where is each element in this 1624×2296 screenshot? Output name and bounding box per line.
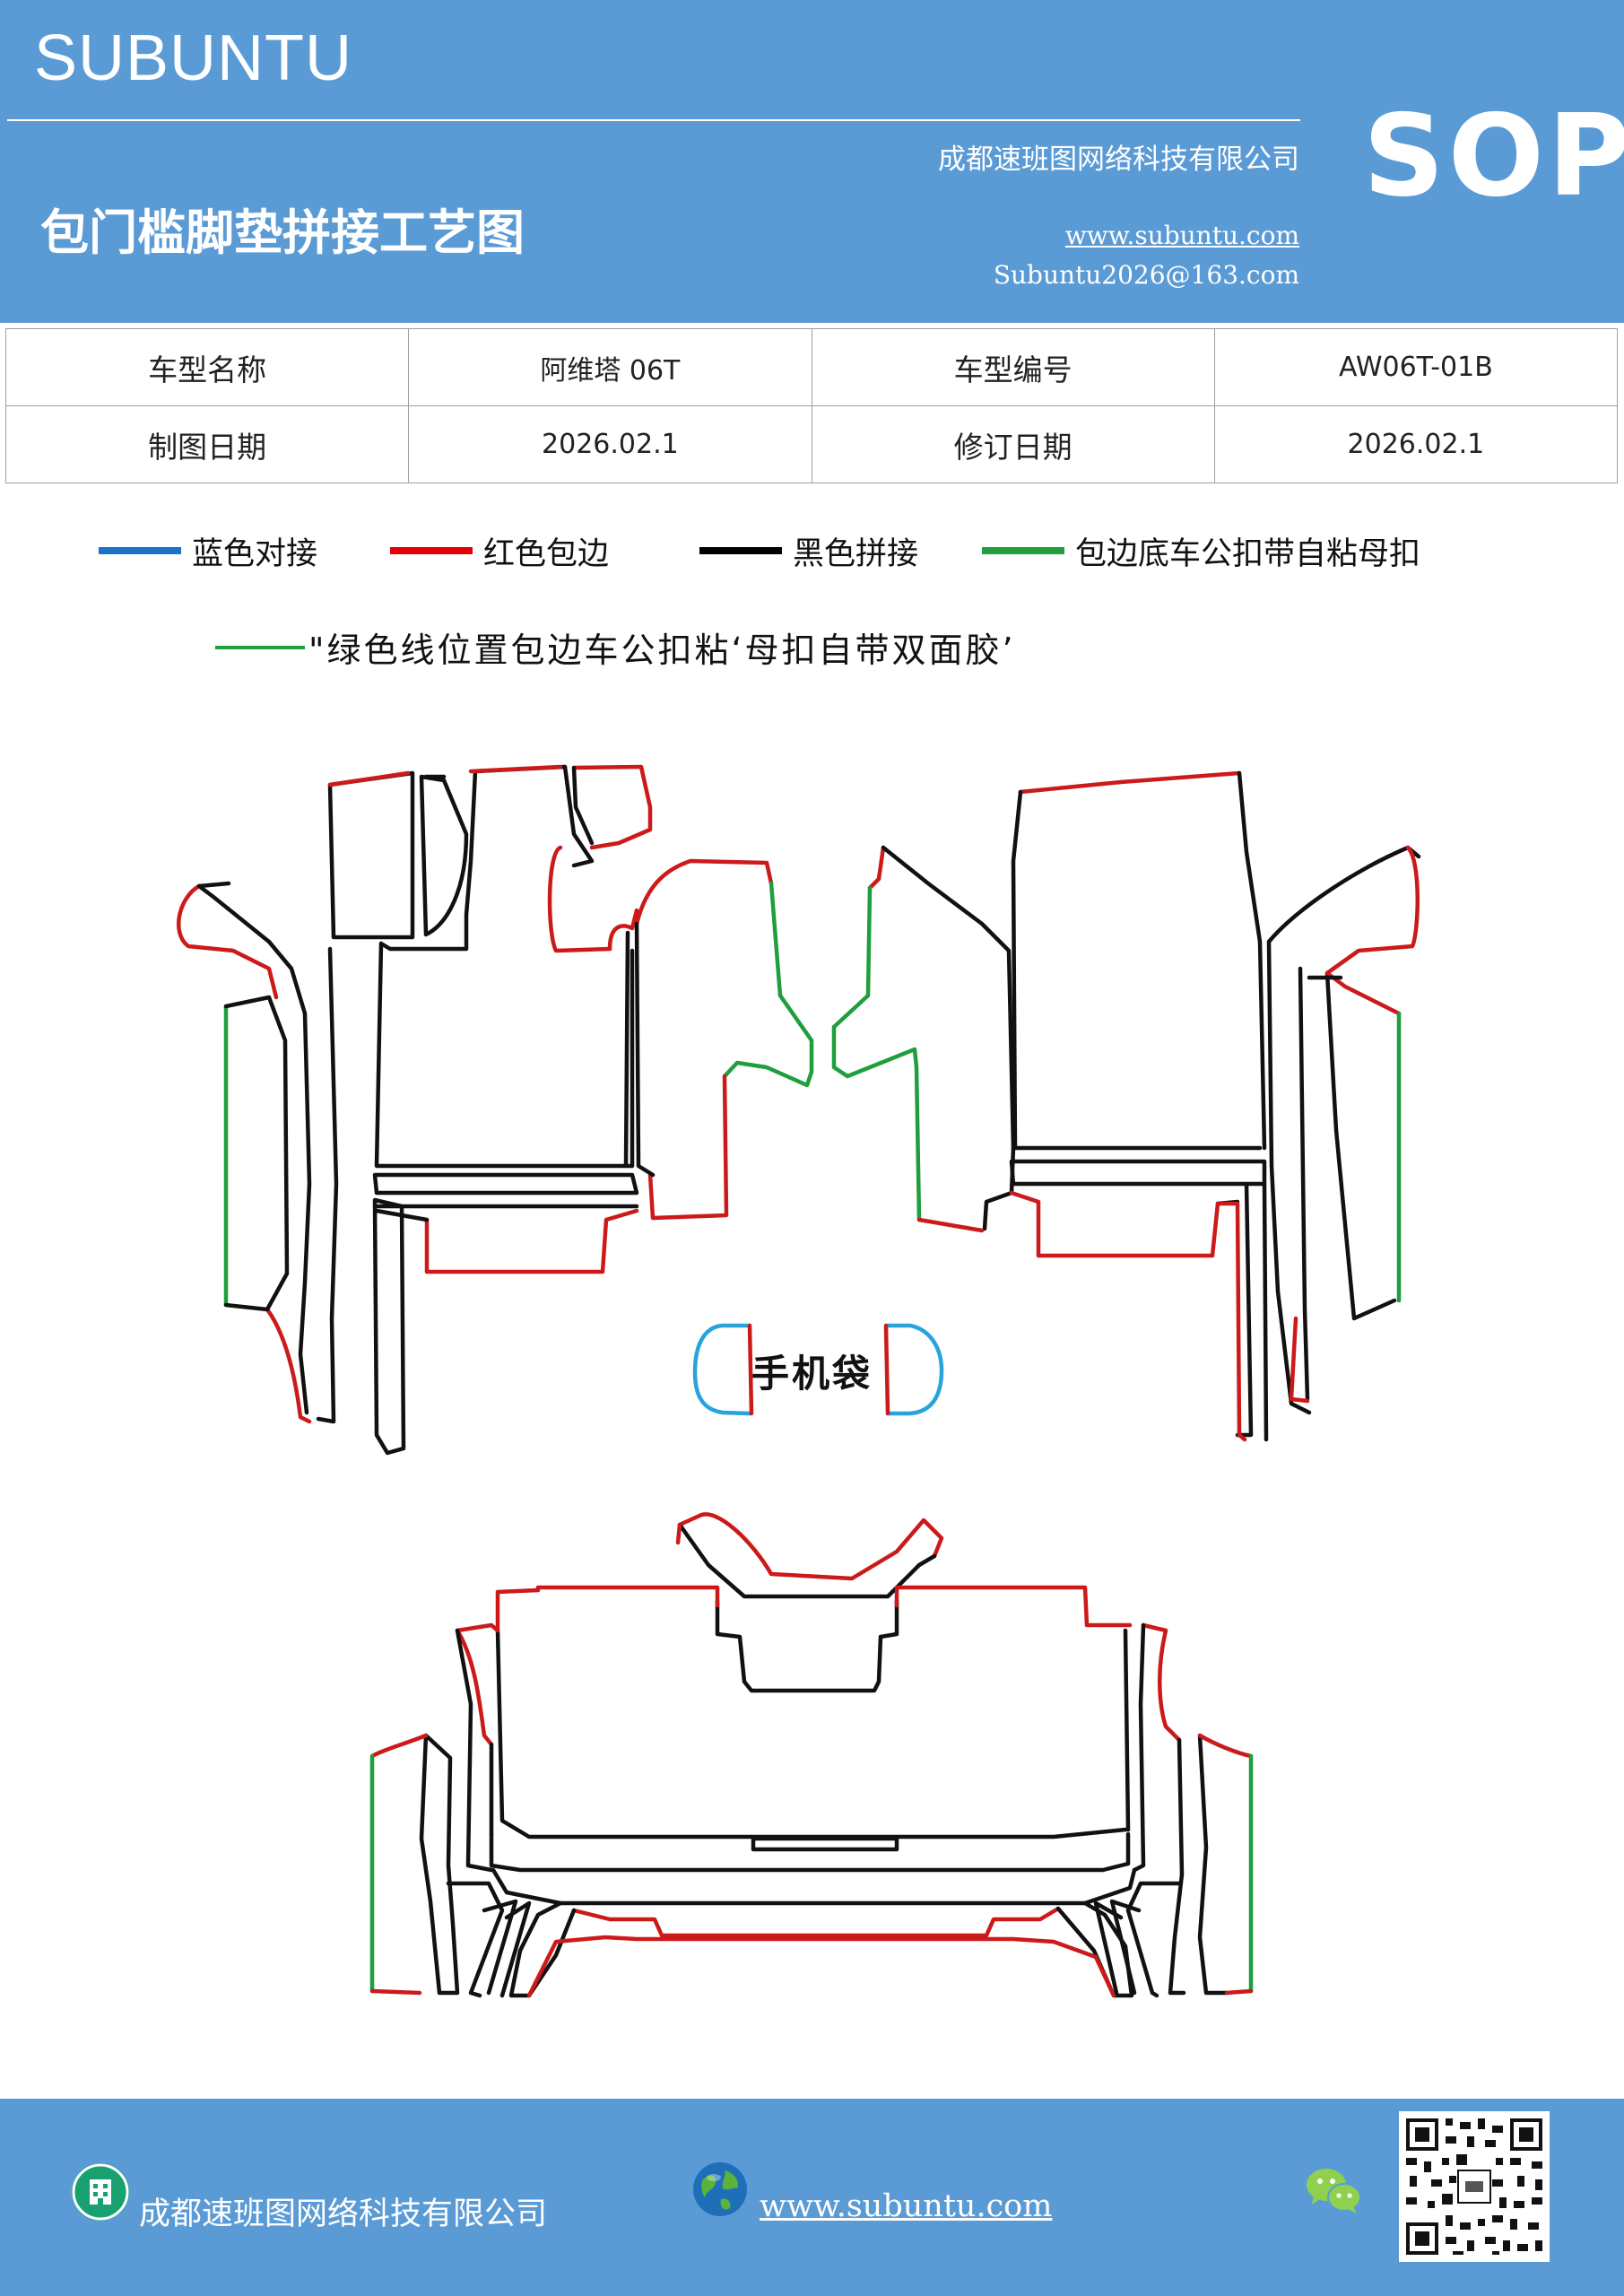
sop-badge: SOP xyxy=(1363,90,1624,222)
right-front-mat xyxy=(1009,770,1421,1442)
legend-label: 蓝色对接 xyxy=(192,535,318,572)
globe-icon xyxy=(690,2160,748,2217)
vehicle-info-table: 车型名称 阿维塔 06T 车型编号 AW06T-01B 制图日期 2026.02… xyxy=(4,328,1619,483)
drawing-date-label: 制图日期 xyxy=(4,405,410,483)
legend-item-red: 红色包边 xyxy=(390,531,609,572)
center-left-tunnel xyxy=(623,858,814,1221)
center-right-tunnel xyxy=(831,845,1016,1233)
phone-bag xyxy=(692,1323,944,1416)
phone-bag-label: 手机袋 xyxy=(751,1352,873,1396)
green-line-note: "绿色线位置包边车公扣粘‘母扣自带双面胶’ xyxy=(215,622,1016,672)
header-divider xyxy=(7,119,1300,121)
document-title: 包门槛脚垫拼接工艺图 xyxy=(40,204,525,261)
table-row: 车型名称 阿维塔 06T 车型编号 AW06T-01B xyxy=(4,328,1619,406)
legend-swatch-red xyxy=(390,547,473,554)
footer-company: 成都速班图网络科技有限公司 xyxy=(139,2196,548,2232)
table-row: 制图日期 2026.02.1 修订日期 2026.02.1 xyxy=(4,405,1619,483)
building-icon xyxy=(72,2163,129,2221)
header-banner: SUBUNTU SOP 成都速班图网络科技有限公司 包门槛脚垫拼接工艺图 www… xyxy=(0,0,1624,323)
legend-swatch-green xyxy=(982,547,1064,554)
legend-swatch-blue xyxy=(99,547,181,554)
brand-name: SUBUNTU xyxy=(34,22,353,94)
drawing-date-value: 2026.02.1 xyxy=(408,405,812,483)
note-green-line xyxy=(215,645,305,649)
model-name-value: 阿维塔 06T xyxy=(408,328,812,406)
header-email[interactable]: Subuntu2026@163.com xyxy=(993,260,1299,290)
legend-item-green: 包边底车公扣带自粘母扣 xyxy=(982,531,1420,572)
legend-swatch-black xyxy=(699,547,782,554)
left-front-mat xyxy=(177,764,653,1456)
rear-mat xyxy=(369,1512,1254,1998)
legend-item-black: 黑色拼接 xyxy=(699,531,918,572)
footer-website-link[interactable]: www.subuntu.com xyxy=(760,2188,1053,2224)
header-website-link[interactable]: www.subuntu.com xyxy=(1064,221,1299,250)
legend-item-blue: 蓝色对接 xyxy=(99,531,317,572)
revision-date-label: 修订日期 xyxy=(811,405,1215,483)
model-name-label: 车型名称 xyxy=(4,328,410,406)
model-code-label: 车型编号 xyxy=(811,328,1215,406)
header-company: 成都速班图网络科技有限公司 xyxy=(938,144,1299,176)
legend-label: 黑色拼接 xyxy=(793,535,919,572)
model-code-value: AW06T-01B xyxy=(1213,328,1619,406)
note-text: "绿色线位置包边车公扣粘‘母扣自带双面胶’ xyxy=(308,631,1016,670)
legend-label: 包边底车公扣带自粘母扣 xyxy=(1075,535,1421,572)
qr-code[interactable] xyxy=(1399,2111,1550,2262)
legend-label: 红色包边 xyxy=(483,535,610,572)
wechat-icon[interactable] xyxy=(1305,2163,1362,2221)
revision-date-value: 2026.02.1 xyxy=(1213,405,1619,483)
floor-mat-diagram xyxy=(177,764,1421,1998)
